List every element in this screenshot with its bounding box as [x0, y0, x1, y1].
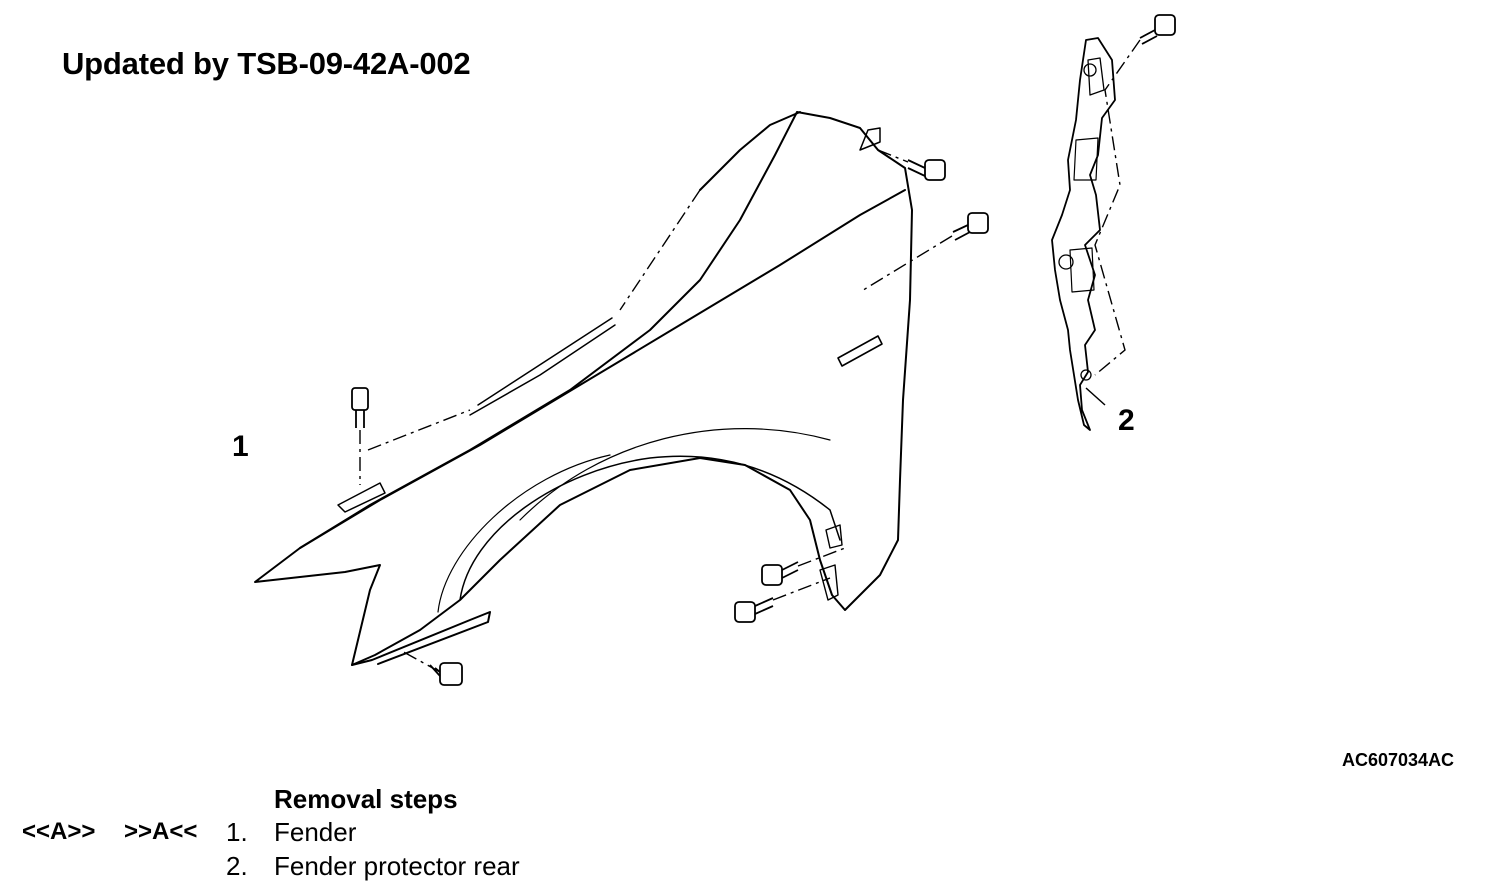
- step-number: 2.: [226, 851, 248, 881]
- bolt-side: [952, 212, 989, 241]
- removal-step-row: 2. Fender protector rear: [0, 851, 600, 883]
- install-mark: <<A>>: [22, 818, 96, 845]
- removal-step-row: <<A>> >>A<< 1. Fender: [0, 817, 600, 849]
- bolt-front-lower: [429, 662, 463, 686]
- step-name: Fender protector rear: [274, 851, 520, 881]
- protector-part: [1051, 37, 1116, 431]
- removal-mark: >>A<<: [124, 818, 198, 845]
- callout-fender: 1: [232, 430, 249, 463]
- callout-protector: 2: [1118, 404, 1135, 437]
- bolt-arch-1: [761, 561, 799, 586]
- removal-steps-heading: Removal steps: [274, 784, 458, 814]
- figure-code: AC607034AC: [1342, 750, 1455, 770]
- step-name: Fender: [274, 817, 357, 847]
- fender-part: [254, 111, 913, 666]
- page-title: Updated by TSB-09-42A-002: [62, 46, 471, 81]
- bolt-arch-2: [734, 597, 774, 623]
- bolt-top-left: [351, 387, 369, 428]
- bolt-protector-top: [1139, 14, 1176, 45]
- step-number: 1.: [226, 817, 248, 847]
- bolt-cowl: [907, 159, 946, 181]
